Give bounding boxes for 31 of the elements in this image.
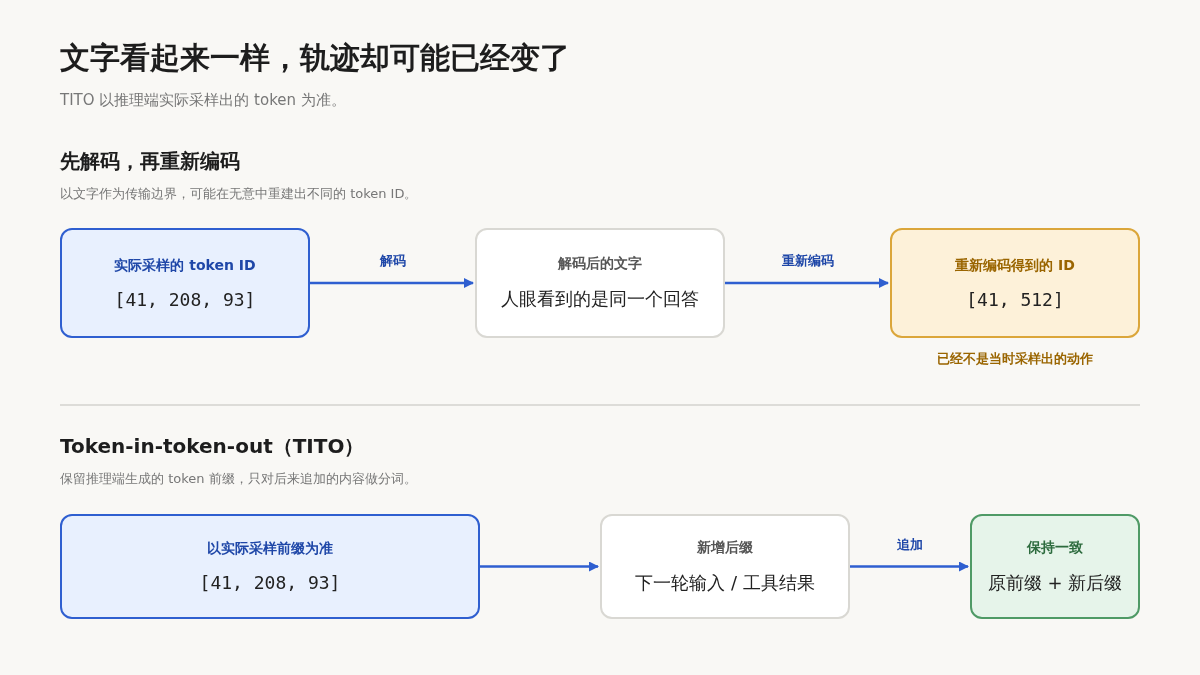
section-heading: Token-in-token-out（TITO）	[60, 433, 365, 460]
edge-label: 解码	[376, 252, 409, 270]
process-box	[475, 228, 725, 338]
arrow	[310, 278, 474, 288]
box-heading: 重新编码得到的 ID	[955, 256, 1075, 275]
diagram-title: 文字看起来一样，轨迹却可能已经变了	[60, 39, 570, 77]
description-text: 保留推理端生成的 token 前缀，只对后来追加的内容做分词。	[60, 470, 417, 488]
edge-label: 重新编码	[778, 252, 837, 270]
box-text: 人眼看到的是同一个回答	[501, 287, 699, 311]
section-heading: 先解码，再重新编码	[60, 148, 240, 175]
description-text: 以文字作为传输边界，可能在无意中重建出不同的 token ID。	[60, 185, 418, 203]
box-text: 原前缀 + 新后缀	[987, 570, 1123, 595]
arrow	[850, 561, 969, 572]
arrow	[480, 561, 599, 572]
box-heading: 新增后缀	[697, 538, 753, 557]
token-id-list: [41, 208, 93]	[114, 288, 256, 310]
box-text: 下一轮输入 / 工具结果	[635, 570, 815, 595]
process-box	[890, 228, 1140, 338]
box-heading: 保持一致	[1027, 538, 1083, 557]
process-box	[600, 514, 850, 619]
token-id-list: [41, 208, 93]	[199, 572, 341, 593]
token-id-list: [41, 512]	[966, 288, 1064, 310]
process-box	[60, 228, 310, 338]
process-box	[970, 514, 1140, 619]
process-box	[60, 514, 480, 619]
box-heading: 以实际采样前缀为准	[207, 540, 333, 558]
description-text: TITO 以推理端实际采样出的 token 为准。	[60, 91, 346, 110]
box-note: 已经不是当时采样出的动作	[936, 350, 1094, 368]
box-heading: 解码后的文字	[558, 255, 642, 273]
arrow	[725, 278, 889, 288]
box-heading: 实际采样的 token ID	[114, 256, 256, 275]
